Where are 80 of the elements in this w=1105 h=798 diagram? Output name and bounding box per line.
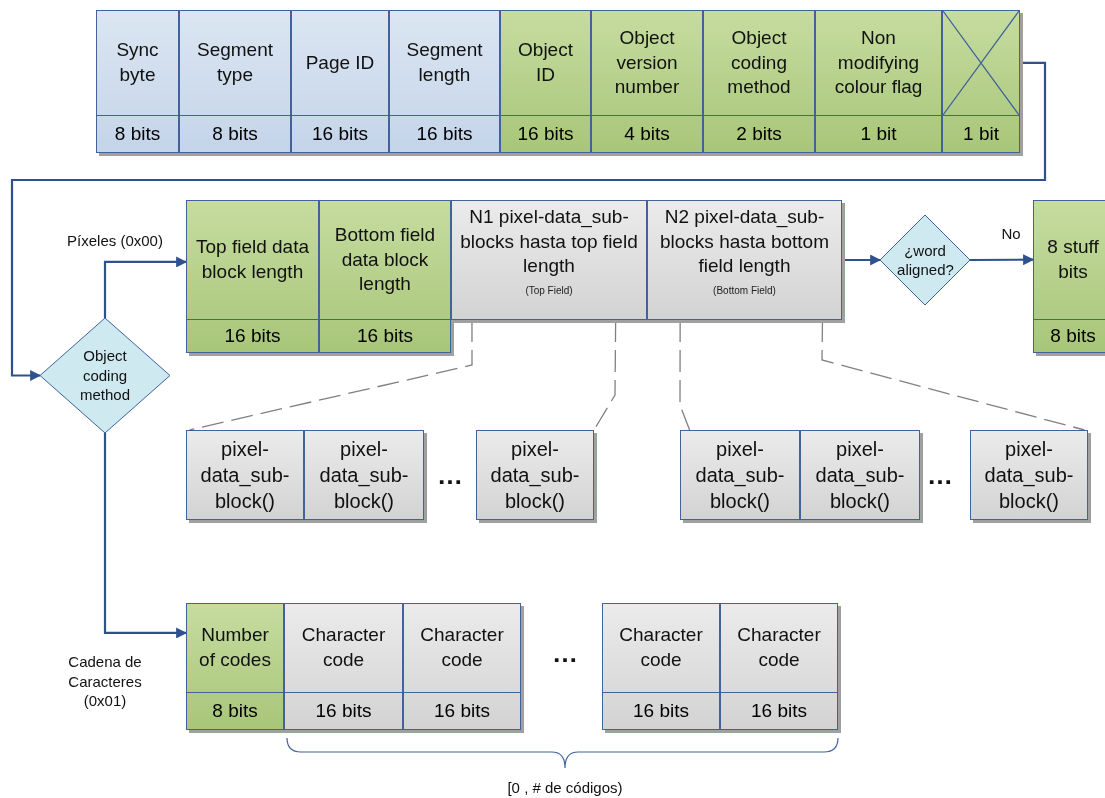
field-name: Page ID bbox=[305, 50, 375, 75]
field-cell bbox=[319, 200, 451, 353]
bit-width: 16 bits bbox=[315, 700, 372, 722]
ellipsis-mark: … bbox=[926, 462, 954, 488]
field-cell bbox=[500, 10, 591, 153]
field-cell bbox=[389, 10, 500, 153]
block-name: pixel-data_sub-block() bbox=[983, 437, 1075, 514]
field-cell bbox=[476, 430, 594, 520]
bit-width: 16 bits bbox=[416, 123, 473, 145]
field-name: Character code bbox=[618, 623, 704, 672]
bit-width: 8 bits bbox=[114, 123, 161, 145]
arrow bbox=[970, 254, 1035, 266]
field-name: Object ID bbox=[517, 38, 574, 87]
field-cell bbox=[703, 10, 815, 153]
field-cell bbox=[291, 10, 389, 153]
field-cell bbox=[815, 10, 942, 153]
bit-width: 8 bits bbox=[212, 700, 258, 722]
field-cell bbox=[800, 430, 920, 520]
field-name: N2 pixel-data_sub-blocks hasta bottom field length bbox=[659, 205, 830, 279]
field-cell bbox=[186, 200, 319, 353]
block-name: pixel-data_sub-block() bbox=[489, 437, 581, 514]
bit-width: 16 bits bbox=[633, 700, 689, 722]
field-cell bbox=[186, 603, 284, 730]
bit-width: 16 bits bbox=[517, 123, 574, 145]
bit-width: 16 bits bbox=[357, 325, 413, 347]
bit-width: 16 bits bbox=[312, 123, 368, 145]
field-cell bbox=[179, 10, 291, 153]
bit-width: 16 bits bbox=[434, 700, 490, 722]
bit-width: 16 bits bbox=[751, 700, 807, 722]
decision-text: ¿word aligned? bbox=[897, 240, 953, 280]
arrow bbox=[10, 61, 1047, 381]
block-name: pixel-data_sub-block() bbox=[694, 437, 786, 514]
bit-width: 1 bit bbox=[963, 123, 999, 145]
field-cell bbox=[451, 200, 647, 320]
bit-width: 2 bits bbox=[736, 123, 782, 145]
field-cell bbox=[1033, 200, 1105, 353]
arrow bbox=[103, 433, 188, 639]
field-name: Segment length bbox=[405, 38, 484, 87]
field-cell bbox=[403, 603, 521, 730]
field-name: Object version number bbox=[613, 25, 681, 100]
field-cell bbox=[96, 10, 179, 153]
arrow bbox=[842, 254, 882, 266]
block-name: pixel-data_sub-block() bbox=[318, 437, 410, 514]
decision-diamond bbox=[40, 318, 170, 433]
field-cell bbox=[602, 603, 720, 730]
field-name: Character code bbox=[736, 623, 822, 672]
field-cell bbox=[970, 430, 1088, 520]
field-name: Character code bbox=[300, 623, 387, 672]
bit-width: 8 bits bbox=[212, 123, 258, 145]
field-name: Object coding method bbox=[726, 25, 792, 100]
field-name: Top field data block length bbox=[195, 235, 310, 284]
field-cell bbox=[720, 603, 838, 730]
field-name: Non modifying colour flag bbox=[833, 25, 924, 100]
ellipsis-mark: … bbox=[436, 462, 464, 488]
block-name: pixel-data_sub-block() bbox=[814, 437, 906, 514]
field-cell bbox=[647, 200, 842, 320]
arrow bbox=[103, 256, 188, 318]
bit-width: 1 bit bbox=[860, 123, 897, 145]
field-name: 8 stuff bits bbox=[1046, 235, 1100, 284]
bit-width: 4 bits bbox=[624, 123, 670, 145]
field-cell bbox=[304, 430, 424, 520]
field-cell bbox=[186, 430, 304, 520]
field-note: (Bottom Field) bbox=[713, 285, 776, 297]
field-name: N1 pixel-data_sub-blocks hasta top field length bbox=[460, 205, 638, 279]
bit-width: 8 bits bbox=[1050, 325, 1096, 347]
field-name: Segment type bbox=[195, 38, 274, 87]
bit-width: 16 bits bbox=[224, 325, 281, 347]
decision-diamond bbox=[880, 215, 970, 305]
field-name: Sync byte bbox=[115, 38, 160, 87]
ellipsis-mark: … bbox=[551, 640, 579, 666]
field-name: Number of codes bbox=[198, 623, 272, 672]
field-cell bbox=[591, 10, 703, 153]
block-name: pixel-data_sub-block() bbox=[199, 437, 291, 514]
field-name: Bottom field data block length bbox=[333, 222, 437, 297]
field-cell bbox=[284, 603, 403, 730]
field-name: Character code bbox=[419, 623, 505, 672]
field-cell bbox=[942, 10, 1020, 153]
decision-text: Object coding method bbox=[78, 346, 131, 405]
field-cell bbox=[680, 430, 800, 520]
field-note: (Top Field) bbox=[525, 285, 573, 297]
